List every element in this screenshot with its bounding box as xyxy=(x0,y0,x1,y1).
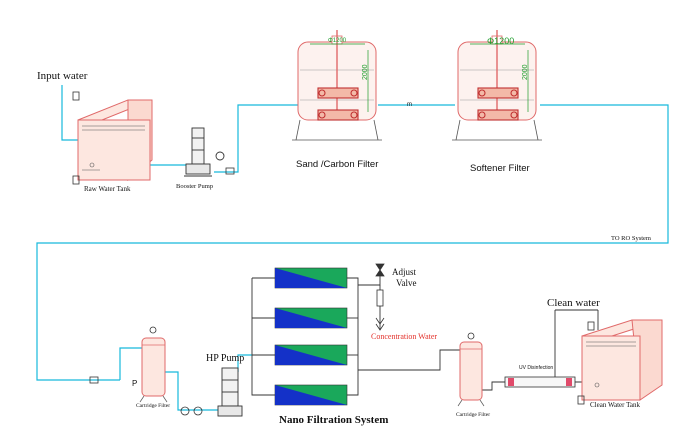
dimension-height-label-a: 2000 xyxy=(362,64,369,80)
nano-filtration-system-label: Nano Filtration System xyxy=(279,414,389,426)
booster-pump-label: Booster Pump xyxy=(176,183,214,190)
adjust-valve-label-1: Adjust xyxy=(392,267,417,277)
outlet-valve-icon xyxy=(577,321,595,405)
input-pipe xyxy=(61,85,78,141)
clean-water-tank xyxy=(581,319,663,401)
membrane-1 xyxy=(274,267,348,289)
raw-water-tank-label: Raw Water Tank xyxy=(84,185,131,193)
sand-carbon-filter xyxy=(292,30,382,141)
check-valve-icon xyxy=(225,167,235,175)
adjust-valve-label-2: Valve xyxy=(396,278,417,288)
membrane-4 xyxy=(274,384,348,406)
cartridge-filter-right-label: Cartridge Filter xyxy=(456,412,491,418)
booster-pump-icon xyxy=(184,127,225,177)
gauge-icon xyxy=(89,376,203,416)
raw-water-tank xyxy=(77,99,153,182)
input-water-label: Input water xyxy=(37,70,88,82)
pipe-cartridge-to-hp xyxy=(165,371,220,411)
softener-filter-label: Softener Filter xyxy=(470,163,530,174)
cartridge-filter-left-label: Cartridge Filter xyxy=(136,403,171,409)
concentration-water-label: Concentration Water xyxy=(371,332,438,341)
pipe-into-cartridge xyxy=(119,347,142,380)
pipe-pump-to-filters xyxy=(214,104,300,173)
inlet-valve-icon xyxy=(72,91,80,185)
cartridge-filter-right xyxy=(457,332,485,407)
adjust-valve-icon xyxy=(375,263,385,331)
dimension-diameter-label-a: Φ1200 xyxy=(328,38,347,44)
dimension-diameter-label-b: Φ1200 xyxy=(487,36,515,46)
membrane-2 xyxy=(274,307,348,329)
hp-pump-icon xyxy=(217,367,243,417)
membrane-manifold xyxy=(251,272,600,396)
cartridge-filter-left xyxy=(139,326,168,403)
softener-filter xyxy=(452,30,542,141)
to-ro-system-label: TO RO System xyxy=(611,235,651,242)
nf-membranes xyxy=(274,267,348,406)
uv-unit-icon xyxy=(504,376,576,388)
gauge-p-label: P xyxy=(132,379,138,388)
hp-pump-label: HP Pump xyxy=(206,353,245,364)
membrane-3 xyxy=(274,344,348,366)
uv-disinfection-label: UV Disinfection xyxy=(519,365,554,371)
pipe-hp-to-membranes xyxy=(237,354,252,372)
pipe-softener-out xyxy=(36,104,669,381)
sand-carbon-filter-label: Sand /Carbon Filter xyxy=(296,159,379,170)
clean-water-tank-label: Clean Water Tank xyxy=(590,401,641,409)
dimension-height-label-b: 2000 xyxy=(522,64,529,80)
clean-water-label: Clean water xyxy=(547,297,600,309)
pipe-tank-to-pump xyxy=(147,150,186,166)
flow-mark-label: m xyxy=(407,102,412,108)
